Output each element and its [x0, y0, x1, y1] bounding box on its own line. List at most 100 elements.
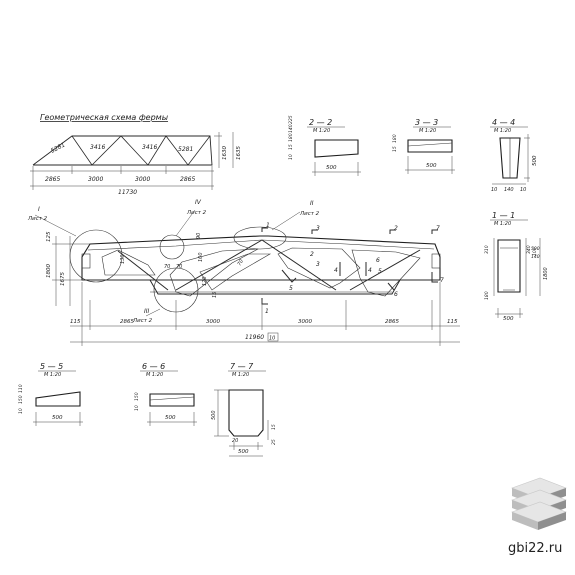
s6-h2: 150 — [134, 392, 140, 401]
s7-r2: 25 — [271, 439, 277, 445]
s2-width: 500 — [326, 165, 337, 171]
scheme-height-2: 1635 — [236, 146, 242, 160]
mark-4a: 4 — [334, 267, 338, 274]
s2-title: 2 — 2 — [309, 118, 332, 127]
section-3-3: 3 — 3 М 1:20 500 15 180 — [392, 118, 455, 174]
total-box-value: 10 — [269, 336, 275, 342]
s1-h2: 340 — [526, 245, 532, 254]
s5-profile — [35, 391, 81, 407]
callout-I-sheet: Лист 2 — [27, 216, 48, 222]
bottom-dim-1: 115 — [70, 319, 81, 325]
right-support — [431, 253, 441, 269]
s5-h3: 110 — [18, 384, 24, 393]
dim-top-5: 15 — [212, 292, 218, 298]
scheme-dim-3: 3000 — [135, 176, 150, 183]
bottom-dim-4: 3000 — [298, 319, 312, 325]
s3-h1: 15 — [392, 146, 398, 152]
dim-top-1: 90 — [196, 233, 202, 239]
scheme-member-2: 3416 — [90, 144, 105, 151]
callout-II: II Лист 2 — [271, 200, 320, 231]
bottom-dim-6: 115 — [447, 319, 458, 325]
s1-scale: М 1:20 — [494, 221, 511, 227]
mark-5a: 5 — [378, 268, 382, 275]
s5-title: 5 — 5 — [40, 362, 63, 371]
bottom-dim-3: 3000 — [206, 319, 220, 325]
truss-total: 11960 — [245, 334, 264, 341]
s3-title: 3 — 3 — [415, 118, 438, 127]
s4-title: 4 — 4 — [492, 118, 515, 127]
dim-top-8: 120 — [202, 276, 208, 286]
section-4-4: 4 — 4 М 1:20 500 10 140 10 — [490, 118, 538, 193]
s7-scale: М 1:20 — [232, 372, 249, 378]
mark-3-top: 3 — [316, 225, 320, 232]
s5-h1: 10 — [18, 408, 24, 414]
s4-b2: 140 — [504, 187, 514, 193]
left-height-3: 1675 — [60, 272, 66, 286]
s5-h2: 150 — [18, 395, 24, 404]
left-height-1: 125 — [46, 231, 52, 242]
s6-width: 500 — [165, 415, 176, 421]
scheme-height-1: 1630 — [222, 146, 228, 160]
opening-1 — [101, 249, 156, 276]
dim-top-2: 100 — [198, 252, 204, 262]
s1-profile — [497, 239, 521, 293]
s1-title: 1 — 1 — [492, 211, 515, 220]
s1-r1: 500 — [531, 246, 540, 252]
s7-bottom: 20 — [232, 438, 238, 444]
dim-top-3: 70 — [164, 264, 170, 270]
opening-5 — [351, 249, 421, 297]
mark-2-top: 2 — [394, 225, 398, 232]
callout-III: III Лист 2 — [132, 308, 161, 324]
total-box — [267, 332, 279, 342]
scheme-member-4: 5281 — [178, 146, 193, 153]
s1-h1: 310 — [484, 245, 490, 254]
dim-top-6: 70 — [237, 258, 245, 267]
watermark-logo: gbi22.ru — [508, 477, 567, 556]
scheme-dim-1: 2865 — [45, 176, 60, 183]
s3-profile — [407, 139, 453, 153]
s4-height: 500 — [532, 155, 538, 166]
s6-scale: М 1:20 — [146, 372, 163, 378]
s7-width: 500 — [238, 449, 249, 455]
logo-icon — [511, 477, 567, 530]
left-height-2: 1800 — [46, 264, 52, 278]
mark-4b: 4 — [368, 267, 372, 274]
s1-h4: 180 — [484, 291, 490, 300]
s5-width: 500 — [52, 415, 63, 421]
s6-h1: 10 — [134, 405, 140, 411]
s3-scale: М 1:20 — [419, 128, 436, 134]
s2-h5: 225 — [288, 115, 294, 124]
s6-title: 6 — 6 — [142, 362, 165, 371]
callout-IV-num: IV — [195, 199, 202, 206]
callout-II-num: II — [310, 200, 314, 207]
section-2-2: 2 — 2 М 1:20 500 10 15 180 140 225 — [288, 115, 361, 176]
callout-I-num: I — [38, 206, 40, 213]
mark-1-bottom: 1 — [265, 308, 269, 315]
s2-h3: 180 — [288, 133, 294, 142]
truss-elevation: I Лист 2 IV Лист 2 II Лист 2 III Лист 2 … — [27, 199, 460, 346]
mark-7-bottom: 7 — [440, 277, 444, 284]
site-name: gbi22.ru — [508, 541, 562, 556]
s2-scale: М 1:20 — [313, 128, 330, 134]
mark-5b: 5 — [289, 285, 293, 292]
s1-h5: 100 — [532, 247, 538, 256]
scheme-member-1: 5281 — [50, 141, 67, 154]
scheme-dim-4: 2865 — [180, 176, 195, 183]
left-support — [81, 253, 91, 269]
dim-top-7: 130 — [120, 254, 126, 264]
s7-profile — [228, 389, 264, 437]
s1-width: 500 — [503, 316, 514, 322]
s4-scale: М 1:20 — [494, 128, 511, 134]
s2-h4: 140 — [288, 124, 294, 133]
mark-3-inner: 3 — [316, 261, 320, 268]
callout-IV: IV Лист 2 — [175, 199, 207, 237]
scheme-dim-2: 3000 — [88, 176, 103, 183]
geometric-scheme: Геометрическая схема фермы 5281 3416 341… — [30, 113, 242, 196]
opening-2 — [169, 248, 259, 297]
opening-4 — [277, 247, 361, 289]
bottom-dim-2: 2865 — [120, 319, 134, 325]
s1-h3: 1800 — [543, 267, 549, 280]
mark-6b: 6 — [394, 291, 398, 298]
dim-top-4: 70 — [176, 264, 182, 270]
